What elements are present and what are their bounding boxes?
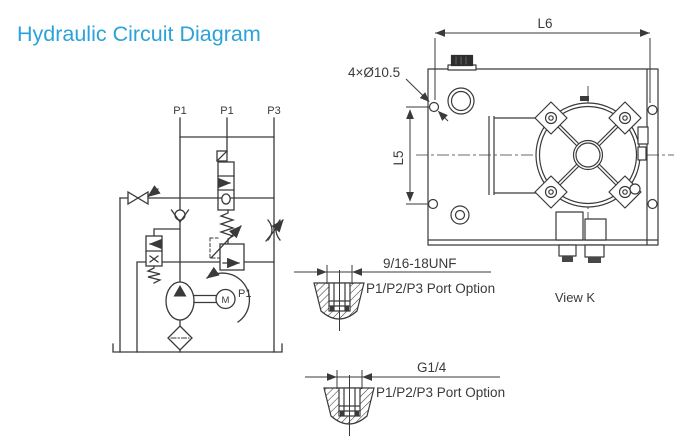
hydraulic-schematic: P1 P1 P3 [112, 105, 284, 353]
tank-flange-lines [428, 69, 658, 245]
mounting-holes [427, 101, 658, 210]
hole-callout: 4×Ø10.5 [348, 65, 449, 122]
throttle-valve-symbol [265, 219, 284, 242]
lower-bus-line [136, 261, 275, 353]
supply-lines [179, 117, 275, 152]
valve-spring [218, 209, 236, 244]
port-label-p1-mid: P1 [220, 105, 233, 117]
page-title: Hydraulic Circuit Diagram [17, 22, 261, 46]
motor-lug-ne [608, 101, 642, 135]
dimension-l5: L5 [391, 106, 430, 205]
unloader-pilot-line [153, 228, 181, 237]
dimension-l5-label: L5 [391, 150, 406, 165]
drain-port [450, 205, 470, 225]
port-thread-label: G1/4 [417, 360, 447, 375]
relief-valve-symbol [209, 225, 245, 271]
port-option-unf: 9/16-18UNF P1/P2/P3 Port Option [294, 256, 495, 331]
motor-lug-nw [534, 101, 568, 135]
port-option-label: P1/P2/P3 Port Option [376, 385, 505, 400]
filter-symbol [167, 325, 193, 351]
port-option-label: P1/P2/P3 Port Option [366, 281, 495, 296]
view-k-caption: View K [555, 290, 596, 305]
solenoid-valve-body [555, 211, 607, 263]
motor-lug-sw [534, 175, 568, 209]
unloader-valve-symbol [145, 235, 163, 284]
port-cross-section [313, 270, 365, 331]
port-option-g14: G1/4 P1/P2/P3 Port Option [305, 360, 505, 436]
filler-cap [447, 54, 477, 71]
motor-symbol: M [215, 288, 236, 310]
port-label-p3: P3 [267, 105, 280, 117]
solenoid-valve-symbol [216, 150, 236, 244]
breather-port [447, 87, 475, 115]
dimension-l6: L6 [434, 16, 651, 103]
pump-symbol [165, 281, 195, 321]
motor-letter: M [222, 295, 230, 306]
rotation-arrow [206, 266, 251, 323]
motor-cross-spokes [557, 124, 619, 186]
shutoff-valve-symbol [127, 185, 161, 206]
dimension-l6-label: L6 [537, 16, 552, 31]
tank-outline [427, 68, 659, 246]
port-thread-label: 9/16-18UNF [383, 256, 457, 271]
port-cross-section [323, 375, 375, 436]
check-valve-symbol [170, 209, 190, 223]
port-label-p1-left: P1 [173, 105, 186, 117]
view-k-drawing: L6 L5 4×Ø10.5 View K [348, 16, 674, 305]
motor-assembly [534, 96, 649, 209]
drive-shaft [193, 294, 217, 304]
hole-callout-label: 4×Ø10.5 [348, 65, 400, 80]
tank-symbol [112, 343, 283, 353]
motor-port-label: P1 [238, 288, 251, 300]
